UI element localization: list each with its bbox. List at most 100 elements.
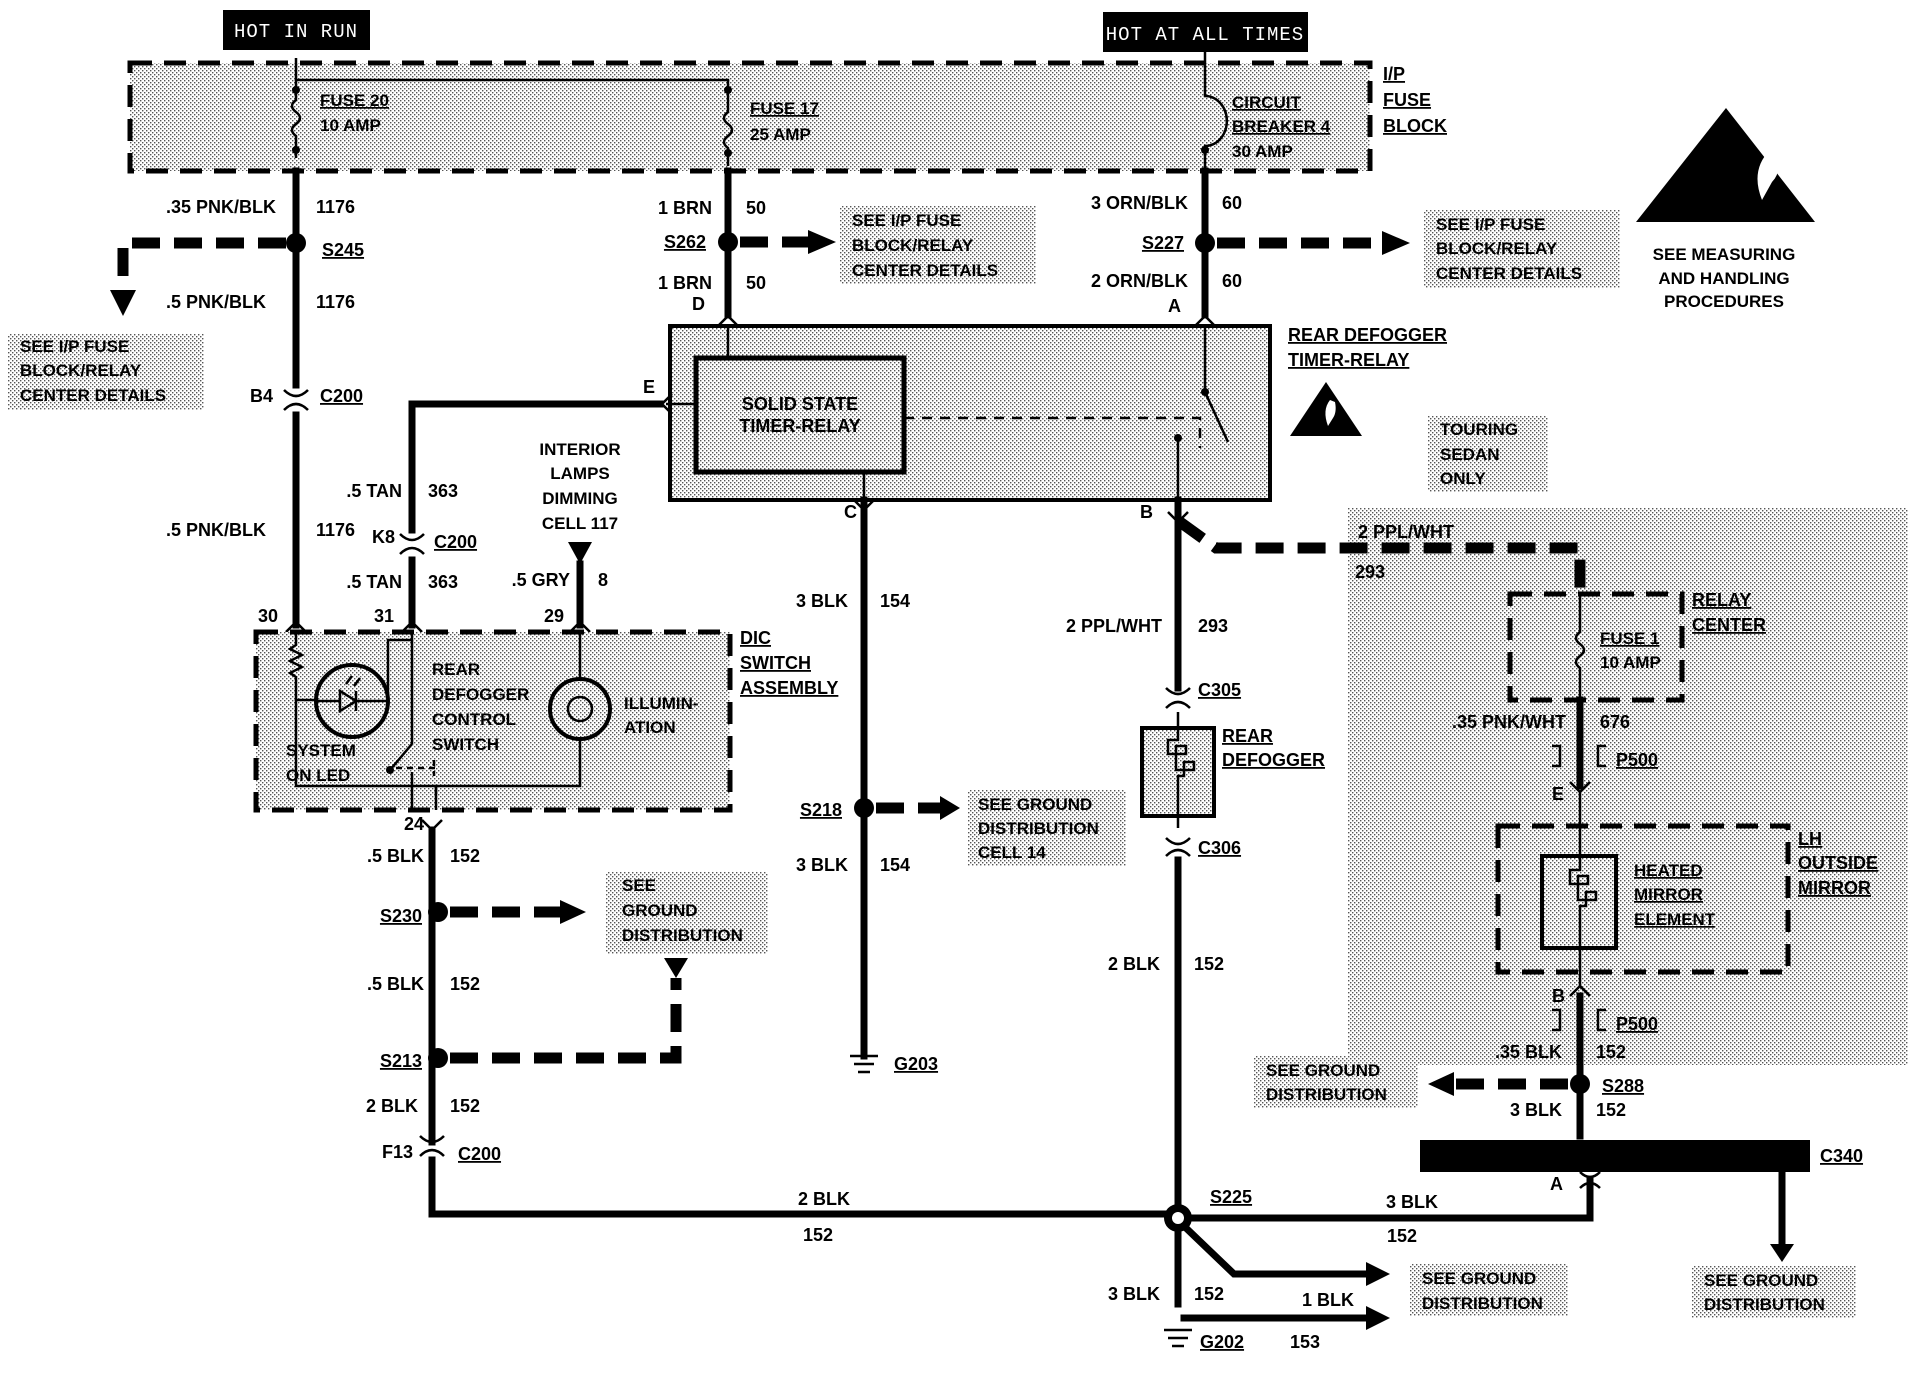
dic-ground-bus xyxy=(294,700,438,810)
mirror-label-3: MIRROR xyxy=(1798,878,1871,898)
splice-s218: S218 xyxy=(800,800,842,820)
solid-state-line2: TIMER-RELAY xyxy=(739,416,860,436)
touring-line1: TOURING xyxy=(1440,420,1518,439)
wire-152-number-g: 152 xyxy=(1194,1284,1224,1304)
connector-c200-label-a: C200 xyxy=(320,386,363,406)
defogger-switch-contact xyxy=(389,743,413,771)
fuse-1-label: FUSE 1 xyxy=(1600,629,1660,648)
wire-1176-number-b: 1176 xyxy=(316,292,355,312)
wire-152-color-g: 3 BLK xyxy=(1108,1284,1160,1304)
wire-1176-number-a: 1176 xyxy=(316,197,355,217)
wire-154-number-a: 154 xyxy=(880,591,910,611)
see-ground-s230-2: GROUND xyxy=(622,901,698,920)
wire-152-color-c: 2 BLK xyxy=(366,1096,418,1116)
switch-label-4: SWITCH xyxy=(432,735,499,754)
fuse-17-rating: 25 AMP xyxy=(750,125,811,144)
wire-152-color-f: 3 BLK xyxy=(1386,1192,1438,1212)
s225-ground-branch-1 xyxy=(1181,1223,1370,1278)
relay-center-label-2: CENTER xyxy=(1692,615,1766,635)
splice-s227-dot xyxy=(1195,233,1215,253)
see-ground-s288-1: SEE GROUND xyxy=(1266,1061,1380,1080)
dic-label-2: SWITCH xyxy=(740,653,811,673)
heated-mirror-grid-icon xyxy=(1568,792,1598,986)
wire-676-number: 676 xyxy=(1600,712,1630,732)
wire-60-number-a: 60 xyxy=(1222,193,1242,213)
see-ground-note-s230 xyxy=(606,872,768,954)
dic-label-1: DIC xyxy=(740,628,771,648)
pin-e-mirror: E xyxy=(1552,784,1564,804)
wire-8-color: .5 GRY xyxy=(512,570,570,590)
ip-fuse-block-label: I/P FUSE BLOCK xyxy=(1383,64,1447,136)
wire-152-number-c: 152 xyxy=(450,1096,480,1116)
pin-b-mirror: B xyxy=(1552,986,1565,1006)
connector-c305-label: C305 xyxy=(1198,680,1241,700)
pin-c: C xyxy=(844,502,857,522)
wire-676-color: .35 PNK/WHT xyxy=(1452,712,1566,732)
relay-coil-link xyxy=(904,416,1202,448)
wire-50-number-a: 50 xyxy=(746,198,766,218)
wire-50-number-b: 50 xyxy=(746,273,766,293)
wire-152-color-a: .5 BLK xyxy=(367,846,424,866)
wire-152-color-h: 3 BLK xyxy=(1510,1100,1562,1120)
wire-293-number-mirror: 293 xyxy=(1355,562,1385,582)
solid-state-line1: SOLID STATE xyxy=(742,394,858,414)
dic-resistor xyxy=(287,632,316,702)
splice-s213-dot xyxy=(428,1048,448,1068)
see-ground-note-s225 xyxy=(1410,1264,1568,1316)
connector-c200-363 xyxy=(399,533,425,555)
heated-element-label-2: MIRROR xyxy=(1634,885,1703,904)
relay-name-2: TIMER-RELAY xyxy=(1288,350,1409,370)
wire-1176-number-c: 1176 xyxy=(316,520,355,540)
wire-60-color-a: 3 ORN/BLK xyxy=(1091,193,1188,213)
interior-lamps-3: DIMMING xyxy=(542,489,618,508)
wire-153-color: 1 BLK xyxy=(1302,1290,1354,1310)
pin-a: A xyxy=(1168,296,1181,316)
c340-ground-arrow xyxy=(1770,1244,1794,1262)
see-ground-note-s218 xyxy=(968,790,1126,866)
relay-center-box xyxy=(1507,591,1685,703)
pin-b-terminal xyxy=(1167,511,1189,524)
splice-s227: S227 xyxy=(1142,233,1184,253)
fuse-1-symbol xyxy=(1574,594,1586,712)
circuit-breaker-4-rating: 30 AMP xyxy=(1232,142,1293,161)
connector-c200-label-b: C200 xyxy=(434,532,477,552)
splice-s230: S230 xyxy=(380,906,422,926)
wire-152-number-mirror: 152 xyxy=(1596,1042,1626,1062)
circuit-breaker-4-label: CIRCUIT xyxy=(1232,93,1302,112)
touring-sedan-note xyxy=(1428,416,1548,492)
see-ip-fuse-right-3: CENTER DETAILS xyxy=(1436,264,1582,283)
wire-152-number-b: 152 xyxy=(450,974,480,994)
esd-note-line2: AND HANDLING xyxy=(1658,269,1789,288)
wire-8-number: 8 xyxy=(598,570,608,590)
wire-152-number-h: 152 xyxy=(1596,1100,1626,1120)
mirror-label-2: OUTSIDE xyxy=(1798,853,1878,873)
wire-154-number-b: 154 xyxy=(880,855,910,875)
wire-293-color-mirror: 2 PPL/WHT xyxy=(1358,522,1454,542)
see-ip-fuse-note-right xyxy=(1424,210,1620,288)
see-ground-s230-1: SEE xyxy=(622,876,656,895)
rear-defogger-label-2: DEFOGGER xyxy=(1222,750,1325,770)
wire-60-number-b: 60 xyxy=(1222,271,1242,291)
wire-152-bottom xyxy=(428,1156,1176,1218)
rear-defogger-grid-icon xyxy=(1166,712,1196,828)
wire-152-number-a: 152 xyxy=(450,846,480,866)
see-ip-fuse-left-3: CENTER DETAILS xyxy=(20,386,166,405)
interior-lamps-4: CELL 117 xyxy=(542,514,618,533)
fuse-17-label: FUSE 17 xyxy=(750,99,819,118)
svg-text:BLOCK: BLOCK xyxy=(1383,116,1447,136)
pin-29-terminal xyxy=(569,620,591,633)
s245-branch-arrow xyxy=(110,290,136,316)
see-ground-note-c340 xyxy=(1692,1266,1856,1318)
esd-note-line3: PROCEDURES xyxy=(1664,292,1784,311)
s218-arrow xyxy=(940,796,960,820)
see-ground-s230-3: DISTRIBUTION xyxy=(622,926,743,945)
ground-g202-icon xyxy=(1164,1328,1192,1348)
s213-branch xyxy=(450,978,682,1064)
splice-s288: S288 xyxy=(1602,1076,1644,1096)
splice-s218-dot xyxy=(854,798,874,818)
fuse-20-rating: 10 AMP xyxy=(320,116,381,135)
connector-c200-1176 xyxy=(283,389,309,411)
wire-8-source-arrow xyxy=(568,542,592,564)
s225-ground-arrow-1 xyxy=(1366,1262,1390,1286)
